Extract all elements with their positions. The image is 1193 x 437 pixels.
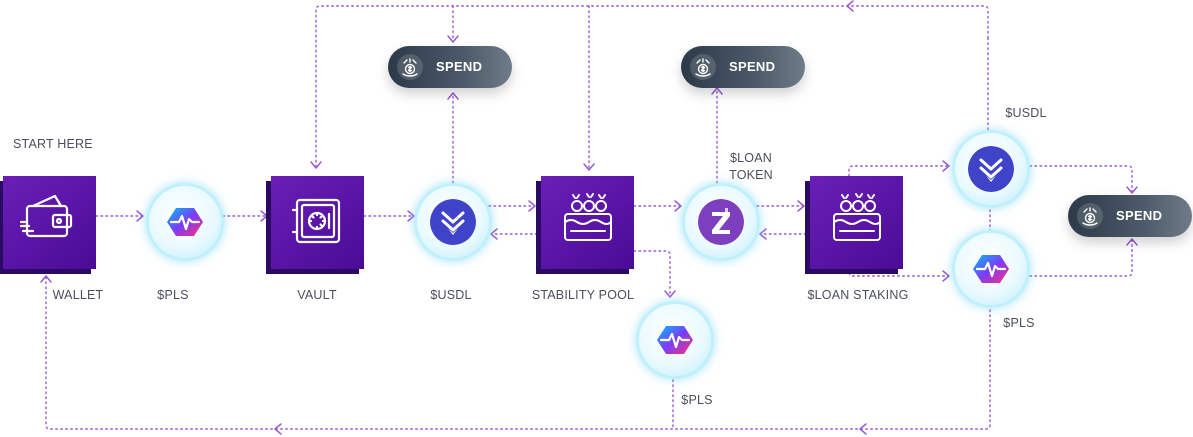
loan-token-label-line1: $LOAN — [730, 151, 772, 165]
spend-button-3[interactable]: SPEND — [1068, 195, 1192, 237]
pulsechain-pls-icon — [167, 208, 203, 236]
spend-button-1[interactable]: SPEND — [388, 46, 512, 88]
hand-dollar-icon — [1077, 203, 1103, 229]
vault-label: VAULT — [297, 288, 337, 302]
pls-label-3: $PLS — [1003, 316, 1035, 330]
loan-token-icon — [698, 199, 744, 245]
loan-coin — [682, 183, 760, 261]
spend-button-2[interactable]: SPEND — [681, 46, 805, 88]
vault-node — [271, 176, 364, 269]
usdl-token-icon — [430, 199, 476, 245]
wallet-icon — [19, 194, 73, 238]
pulsechain-pls-icon — [657, 326, 693, 354]
stability-pool-label: STABILITY POOL — [531, 288, 635, 302]
pool-icon — [564, 193, 612, 241]
pls-label-2: $PLS — [681, 393, 713, 407]
usdl-label-1: $USDL — [430, 288, 472, 302]
pls-coin-1 — [146, 183, 224, 261]
loan-token-label-line2: TOKEN — [729, 168, 773, 182]
spend-label-2: SPEND — [729, 59, 776, 74]
loan-staking-label: $LOAN STAKING — [807, 288, 909, 302]
hand-dollar-icon — [397, 54, 423, 80]
pulsechain-pls-icon — [973, 255, 1009, 283]
stability-pool-node — [541, 176, 634, 269]
wallet-node — [3, 176, 96, 269]
start-here-label: START HERE — [13, 137, 93, 151]
pls-coin-2 — [636, 301, 714, 379]
safe-icon — [291, 198, 341, 244]
loan-token-label: $LOAN TOKEN — [729, 150, 773, 184]
spend-label-3: SPEND — [1116, 208, 1163, 223]
pls-label-1: $PLS — [157, 288, 189, 302]
wallet-label: WALLET — [52, 288, 104, 302]
pls-coin-3 — [952, 230, 1030, 308]
loan-staking-node — [810, 176, 903, 269]
pool-icon — [833, 193, 881, 241]
spend-label-1: SPEND — [436, 59, 483, 74]
usdl-coin-1 — [414, 183, 492, 261]
hand-dollar-icon — [690, 54, 716, 80]
usdl-token-icon — [968, 146, 1014, 192]
usdl-label-2: $USDL — [1005, 106, 1047, 120]
usdl-coin-2 — [952, 130, 1030, 208]
